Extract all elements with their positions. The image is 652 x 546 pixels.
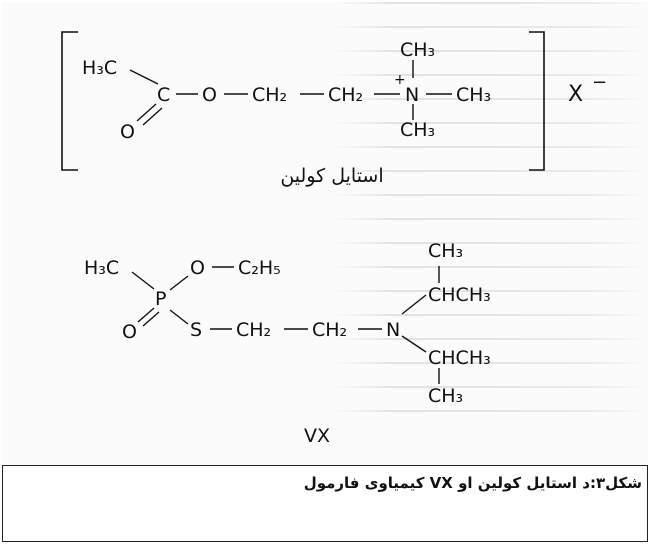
vx-h3c: H₃C [84, 257, 119, 279]
right-bracket [529, 31, 545, 171]
ach-nitrogen: N [405, 84, 419, 106]
chemical-structures: H₃C C O O CH₂ CH₂ + N CH₃ CH₃ CH₃ استایل… [61, 31, 607, 447]
vx-sulfur: S [190, 319, 202, 341]
vx-bond-n-ch-top [401, 294, 427, 315]
ach-ch3-right: CH₃ [456, 84, 491, 106]
left-bracket [61, 31, 78, 171]
scan-background-lines [332, 2, 648, 462]
ach-ch2-a: CH₂ [252, 84, 287, 106]
vx-bond-p-s [169, 309, 189, 325]
ach-carbonyl-oxygen: O [120, 121, 135, 143]
vx-double-bond-1 [137, 307, 155, 323]
vx-bond-p-o [169, 275, 189, 291]
vx-ch2-b: CH₂ [312, 319, 347, 341]
vx-ch3-bottom: CH₃ [428, 385, 463, 407]
ach-double-bond-2 [142, 107, 163, 126]
vx-nitrogen: N [386, 319, 400, 341]
ach-ester-oxygen: O [202, 84, 217, 106]
vx-bond-h3c-p [131, 271, 155, 290]
figure-caption: شکل۳:د استایل کولین او VX کیمیاوی فارمول [303, 474, 642, 492]
vx-chch3-bottom: CHCH₃ [428, 347, 491, 369]
ach-ch2-b: CH₂ [328, 84, 363, 106]
ach-name-label: استایل کولین [280, 165, 383, 187]
vx-structure: H₃C P O O C₂H₅ S CH₂ CH₂ N CHCH₃ CH₃ [84, 240, 491, 447]
ach-h3c: H₃C [82, 57, 117, 79]
ach-bond-h3c-c [129, 69, 159, 85]
ach-ch3-top: CH₃ [400, 39, 435, 61]
vx-phosphorus: P [155, 288, 166, 310]
vx-bond-n-ch-bottom [401, 335, 427, 353]
ach-carbon: C [157, 84, 170, 106]
vx-double-bond-2 [142, 311, 160, 327]
structure-figure: H₃C C O O CH₂ CH₂ + N CH₃ CH₃ CH₃ استایل… [2, 2, 648, 466]
vx-ch3-top: CH₃ [428, 240, 463, 262]
vx-double-oxygen: O [122, 321, 137, 343]
counter-ion-charge: − [592, 72, 607, 93]
vx-c2h5: C₂H₅ [238, 257, 281, 279]
vx-ch2-a: CH₂ [236, 319, 271, 341]
vx-chch3-top: CHCH₃ [428, 284, 491, 306]
ach-double-bond-1 [136, 103, 157, 122]
acetylcholine-structure: H₃C C O O CH₂ CH₂ + N CH₃ CH₃ CH₃ استایل… [61, 31, 607, 187]
vx-name-label: VX [304, 425, 330, 447]
ach-n-charge: + [394, 72, 406, 88]
counter-ion: X [568, 82, 583, 107]
ach-ch3-bottom: CH₃ [400, 119, 435, 141]
vx-ethoxy-oxygen: O [190, 257, 205, 279]
